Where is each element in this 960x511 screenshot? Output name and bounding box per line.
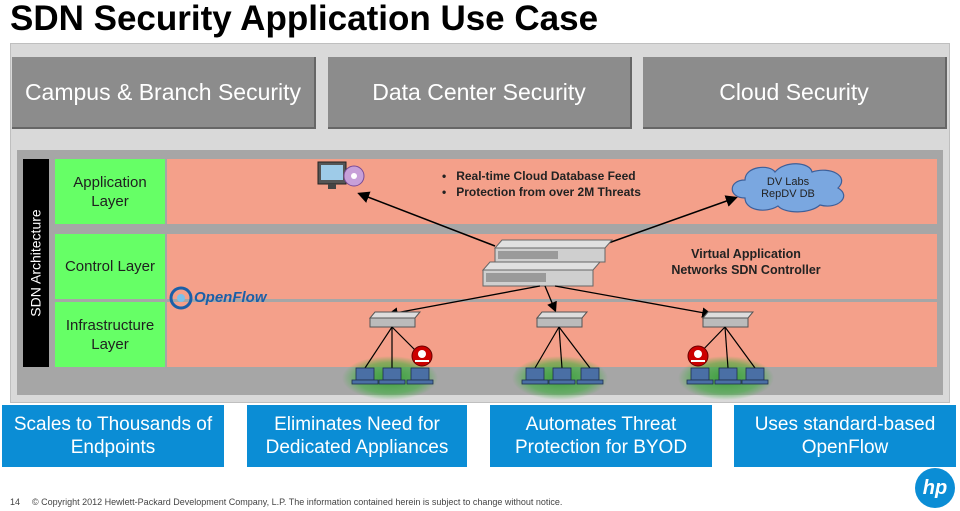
- control-layer-label: Control Layer: [55, 234, 165, 299]
- architecture-sidebar: [23, 159, 49, 367]
- benefit-automates-threat: Automates Threat Protection for BYOD: [490, 405, 712, 467]
- arrow-to-cloud: [599, 195, 738, 247]
- openflow-logo-icon: [169, 286, 193, 310]
- controller-label-line-2: Networks SDN Controller: [671, 263, 821, 277]
- category-data-center: Data Center Security: [328, 57, 632, 129]
- link-controller-switch-right: [554, 285, 713, 318]
- controller-label-line-1: Virtual Application: [691, 247, 801, 261]
- feed-bullet-2: • Protection from over 2M Threats: [442, 185, 641, 199]
- link-controller-switch-center: [544, 285, 557, 313]
- laptop-icons: [351, 367, 769, 385]
- link-controller-switch-left: [387, 285, 541, 318]
- category-campus-branch: Campus & Branch Security: [12, 57, 316, 129]
- infrastructure-layer-label: Infrastructure Layer: [55, 302, 165, 367]
- switch-center-icon: [535, 311, 589, 328]
- category-cloud: Cloud Security: [643, 57, 947, 129]
- cloud-label-line-1: DV Labs: [766, 176, 810, 188]
- switch-endpoint-links: [364, 326, 756, 369]
- application-monitor-icon: [317, 161, 365, 189]
- slide-title: SDN Security Application Use Case: [10, 0, 599, 38]
- hp-logo-text: hp: [922, 476, 948, 499]
- page-number: 14: [10, 497, 21, 507]
- copyright-notice: © Copyright 2012 Hewlett-Packard Develop…: [32, 497, 563, 507]
- benefit-scales: Scales to Thousands of Endpoints: [2, 405, 224, 467]
- benefit-openflow-standard: Uses standard-based OpenFlow: [734, 405, 956, 467]
- dv-labs-cloud-icon: [731, 163, 845, 213]
- arrow-to-application: [357, 191, 496, 247]
- sdn-controller-server-icon: [481, 239, 614, 287]
- cloud-label-line-2: RepDV DB: [761, 188, 815, 200]
- threat-laptop-left-icon: [406, 345, 434, 385]
- benefit-eliminates-appliances: Eliminates Need for Dedicated Appliances: [247, 405, 467, 467]
- hp-logo-icon: [915, 468, 955, 508]
- openflow-label: OpenFlow: [194, 289, 267, 306]
- switch-right-icon: [701, 311, 755, 328]
- threat-laptop-right-icon: [686, 345, 714, 385]
- feed-bullet-1: • Real-time Cloud Database Feed: [442, 169, 636, 183]
- application-layer-label: Application Layer: [55, 159, 165, 224]
- switch-left-icon: [368, 311, 422, 328]
